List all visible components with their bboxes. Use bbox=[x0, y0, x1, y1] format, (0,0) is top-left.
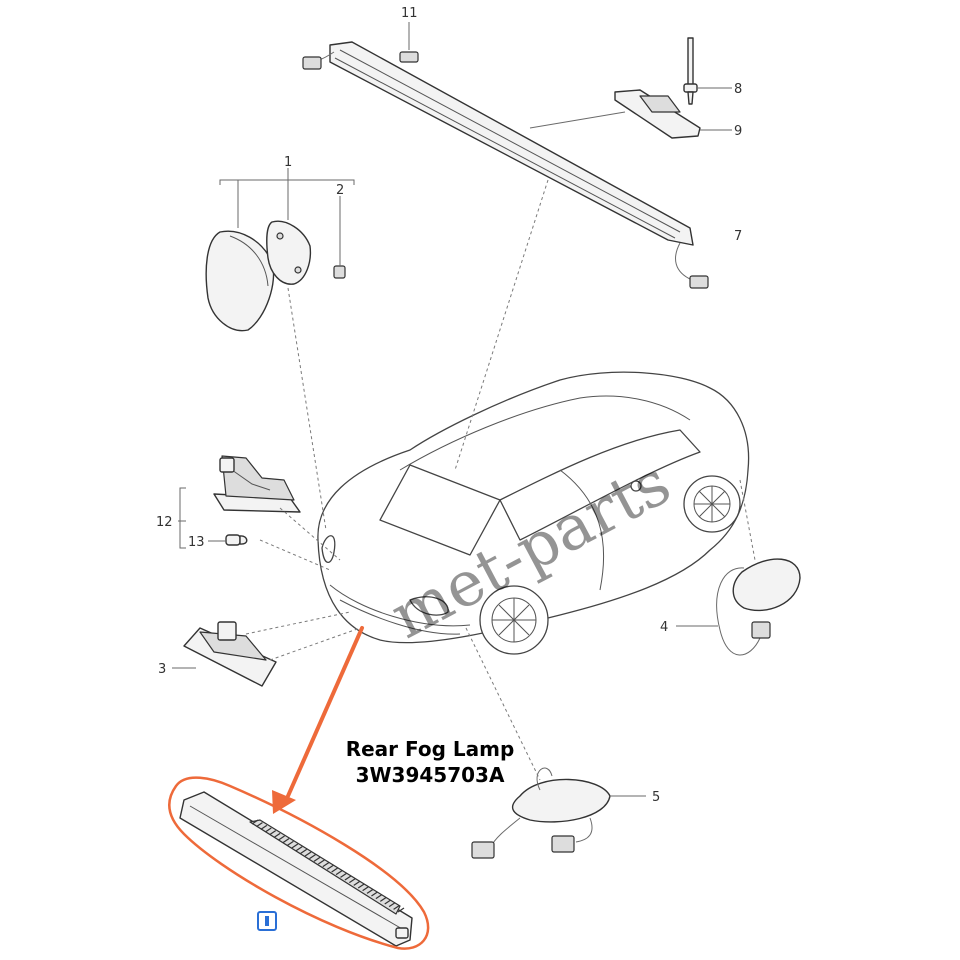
led-rib bbox=[300, 848, 307, 854]
led-rib bbox=[371, 891, 378, 897]
led-rib bbox=[375, 894, 383, 900]
led-rib bbox=[309, 854, 316, 860]
part-11-clip bbox=[399, 22, 419, 63]
highlight-outline bbox=[168, 776, 430, 950]
led-rib bbox=[291, 843, 299, 849]
led-rib bbox=[273, 832, 281, 838]
part-12-lamp-housing bbox=[178, 455, 301, 549]
fog-lamp-led-ribs bbox=[251, 819, 405, 913]
led-rib bbox=[304, 851, 312, 857]
callout-7: 7 bbox=[734, 229, 742, 244]
part-8-bolt bbox=[683, 37, 732, 105]
callout-4: 4 bbox=[660, 620, 668, 635]
led-rib bbox=[357, 883, 365, 889]
callout-5: 5 bbox=[652, 790, 660, 805]
car-body bbox=[317, 371, 750, 655]
led-rib bbox=[256, 822, 263, 828]
led-rib bbox=[366, 888, 374, 894]
callout-11: 11 bbox=[401, 6, 418, 21]
rear-fog-lamp-part bbox=[179, 791, 413, 947]
led-rib bbox=[264, 827, 272, 833]
led-rib bbox=[379, 896, 387, 902]
part-9-bracket bbox=[529, 89, 732, 139]
part-7-brake-light-bar bbox=[302, 41, 709, 289]
led-rib bbox=[313, 856, 321, 862]
led-rib bbox=[251, 819, 259, 825]
callout-2: 2 bbox=[336, 183, 344, 198]
fog-lamp-callout-label: Rear Fog Lamp 3W3945703A bbox=[300, 736, 560, 788]
led-rib bbox=[287, 840, 294, 846]
led-rib bbox=[349, 878, 356, 884]
led-rib bbox=[393, 904, 400, 910]
led-rib bbox=[344, 875, 352, 881]
led-rib bbox=[318, 859, 325, 865]
led-rib bbox=[397, 907, 405, 913]
led-rib bbox=[335, 870, 343, 876]
callout-8: 8 bbox=[734, 82, 742, 97]
callout-9: 9 bbox=[734, 124, 742, 139]
callout-3: 3 bbox=[158, 662, 166, 677]
callout-13: 13 bbox=[188, 535, 205, 550]
part-4-side-marker bbox=[676, 558, 801, 656]
led-rib bbox=[260, 824, 268, 830]
led-rib bbox=[282, 838, 290, 844]
callout-1: 1 bbox=[284, 155, 292, 170]
led-rib bbox=[295, 846, 303, 852]
callout-12: 12 bbox=[156, 515, 173, 530]
led-rib bbox=[331, 867, 338, 873]
led-rib bbox=[388, 902, 396, 908]
callout-part-name: Rear Fog Lamp bbox=[345, 737, 515, 761]
led-rib bbox=[322, 862, 330, 868]
leader-lines bbox=[245, 179, 756, 781]
part-13-bulb bbox=[208, 534, 248, 546]
info-square-icon bbox=[257, 911, 277, 931]
part-5-side-marker bbox=[471, 767, 646, 859]
led-rib bbox=[384, 899, 392, 905]
led-rib bbox=[353, 880, 361, 886]
part-3-lamp-unit bbox=[172, 621, 277, 687]
part-2-nut bbox=[333, 196, 346, 279]
led-rib bbox=[326, 864, 334, 870]
led-rib bbox=[278, 835, 285, 841]
led-rib bbox=[269, 830, 277, 836]
part-1-license-lamp-lens bbox=[205, 168, 355, 332]
led-rib bbox=[340, 872, 347, 878]
callout-part-number: 3W3945703A bbox=[355, 763, 505, 787]
led-rib bbox=[362, 886, 369, 892]
